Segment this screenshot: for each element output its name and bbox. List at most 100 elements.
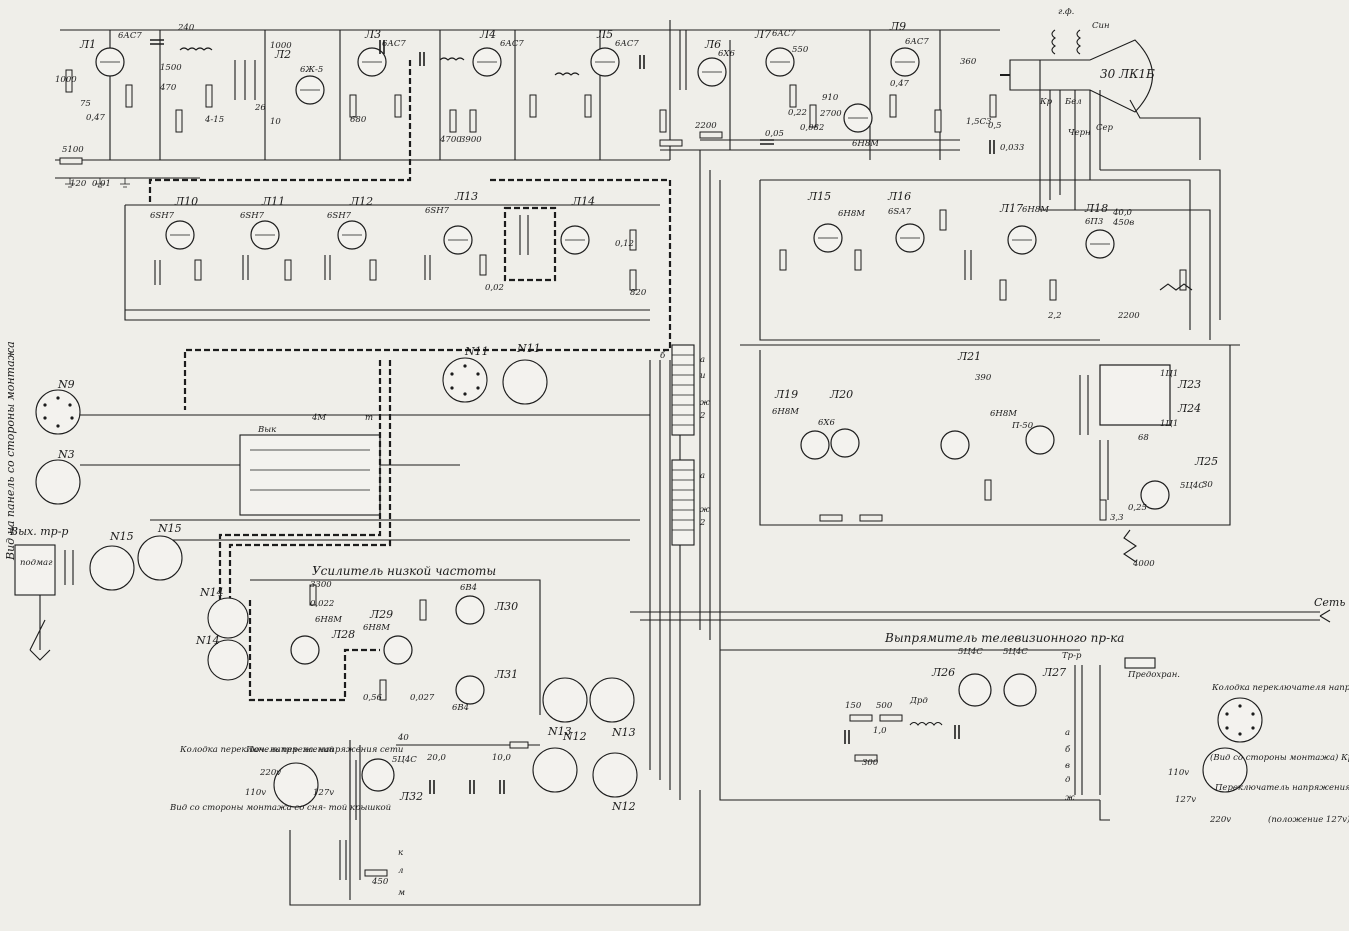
label-l2: Л2 xyxy=(274,48,291,61)
val: 0,022 xyxy=(310,599,334,609)
pin-letter: а xyxy=(700,355,705,365)
view-left-label: Вид со стороны монтажа со сня- той крышк… xyxy=(169,803,391,813)
rectifier-title: Выпрямитель телевизионного пр-ка xyxy=(884,631,1124,645)
val: 68 xyxy=(1138,433,1149,443)
label-l1: Л1 xyxy=(79,38,96,51)
label-l20: Л20 xyxy=(829,388,853,401)
label-l24: Л24 xyxy=(1177,402,1201,415)
misc-labels: Вид на панель со стороны монтажа Вых. тр… xyxy=(4,341,1349,825)
audio-amp-title: Усилитель низкой частоты xyxy=(312,564,496,578)
crt-labels: 30 ЛК1Б г.ф. Син Бел Кр Черн Сер xyxy=(1039,7,1155,138)
switch-position-label: (положение 127v) xyxy=(1268,814,1349,825)
pin-letter: л xyxy=(398,866,403,876)
side-view-label: Вид на панель со стороны монтажа xyxy=(4,341,17,561)
crt-type: 30 ЛК1Б xyxy=(1100,67,1155,81)
label-l29: Л29 xyxy=(369,608,393,621)
val: 4000 xyxy=(1132,559,1155,569)
val: 0,01 xyxy=(92,179,111,189)
val: 550 xyxy=(792,45,809,55)
top-rf-section xyxy=(55,20,1000,410)
crt-label-chern: Черн xyxy=(1068,128,1091,138)
val: 450 xyxy=(371,877,389,887)
socket-n11b: N11 xyxy=(516,342,541,355)
label-l20-type: 6Х6 xyxy=(818,418,835,428)
val: 0,5 xyxy=(988,121,1002,131)
label-l12: Л12 xyxy=(349,195,373,208)
val: 910 xyxy=(822,93,839,103)
crt-label-bel: Бел xyxy=(1064,97,1082,107)
label-l3-type: 6АС7 xyxy=(382,39,406,49)
val: 680 xyxy=(350,115,367,125)
val: 0,47 xyxy=(890,79,910,89)
sockets xyxy=(35,357,1263,808)
val: 2200 xyxy=(1117,311,1140,321)
val: 390 xyxy=(975,373,992,383)
label-l3: Л3 xyxy=(364,28,381,41)
label-l21: Л21 xyxy=(957,350,981,363)
label-l6-type: 6Х6 xyxy=(718,49,735,59)
val: 360 xyxy=(960,57,977,67)
resistors-top xyxy=(59,69,997,165)
label-l7-type: 6АС7 xyxy=(772,29,796,39)
label-l25-type: 5Ц4С xyxy=(1180,481,1205,491)
val: 40 xyxy=(397,733,409,743)
val: 500 xyxy=(876,701,893,711)
val: 5100 xyxy=(62,145,84,155)
label-l22-type: П-50 xyxy=(1011,421,1034,431)
fuse-label: Предохран. xyxy=(1127,670,1180,680)
label-l6: Л6 xyxy=(704,38,721,51)
val: 30 xyxy=(1202,480,1213,490)
pin-letter: а xyxy=(700,471,705,481)
lv-psu xyxy=(289,740,701,906)
val: 470 xyxy=(159,83,177,93)
val: 26 xyxy=(254,103,266,113)
pin-letter: в xyxy=(1065,761,1070,771)
label-l18-type: 6П3 xyxy=(1085,217,1103,227)
val: 40,0 xyxy=(1112,208,1133,218)
tube-labels: Л1 6АС7 Л2 6Ж-5 Л3 6АС7 Л4 6АС7 Л5 6АС7 … xyxy=(79,20,1218,803)
val: 0,02 xyxy=(485,283,504,293)
label-l23-type: 1Ц1 xyxy=(1160,369,1178,379)
v127-right: 127v xyxy=(1175,795,1196,805)
val: 2200 xyxy=(694,121,717,131)
label-l16: Л16 xyxy=(887,190,911,203)
val: 10 xyxy=(270,117,281,127)
label-l26-type: 5Ц4С xyxy=(958,647,983,657)
mains-label: Сеть xyxy=(1314,596,1345,609)
val: 450в xyxy=(1112,218,1134,228)
crt-label-gf: г.ф. xyxy=(1058,7,1074,17)
label-l10-type: 6SН7 xyxy=(150,211,175,221)
val: 0,12 xyxy=(615,239,634,249)
val: 6Н8М xyxy=(852,139,879,149)
val: 75 xyxy=(80,99,91,109)
switch-m-label: т xyxy=(365,413,373,423)
pin-letter: б xyxy=(660,350,666,361)
label-l13-type: 6SН7 xyxy=(425,206,450,216)
v110-left: 110v xyxy=(245,788,266,798)
pin-letter: д xyxy=(1065,775,1071,785)
val: 0,027 xyxy=(410,693,435,703)
label-l31-type: 6В4 xyxy=(452,703,469,713)
socket-n14b: N14 xyxy=(195,634,220,647)
connector-letters: б а и ж 2 а ж 2 а б в д ж к л м xyxy=(398,350,1075,898)
socket-n15a: N15 xyxy=(109,530,134,543)
label-l17: Л17 xyxy=(999,202,1023,215)
panel-left-label: Панель перекл. напряжения сети xyxy=(245,745,403,755)
val: 10,0 xyxy=(492,753,512,763)
val: 20,0 xyxy=(426,753,447,763)
val: 0,05 xyxy=(765,129,784,139)
label-l5: Л5 xyxy=(596,28,613,41)
label-l1-type: 6АС7 xyxy=(118,31,142,41)
label-l29-type: 6Н8М xyxy=(363,623,390,633)
label-l32: Л32 xyxy=(399,790,423,803)
v220-right: 220v xyxy=(1209,815,1231,825)
crt-label-syn: Син xyxy=(1092,21,1110,31)
label-l28: Л28 xyxy=(331,628,355,641)
out-transformer-label: Вых. тр-р xyxy=(9,525,68,538)
crt-tube xyxy=(1000,39,1221,340)
socket-n14a: N14 xyxy=(199,586,224,599)
label-l17-type: 6Н8М xyxy=(1022,205,1049,215)
val: 4-15 xyxy=(204,115,224,125)
pin-letter: а xyxy=(1065,728,1070,738)
